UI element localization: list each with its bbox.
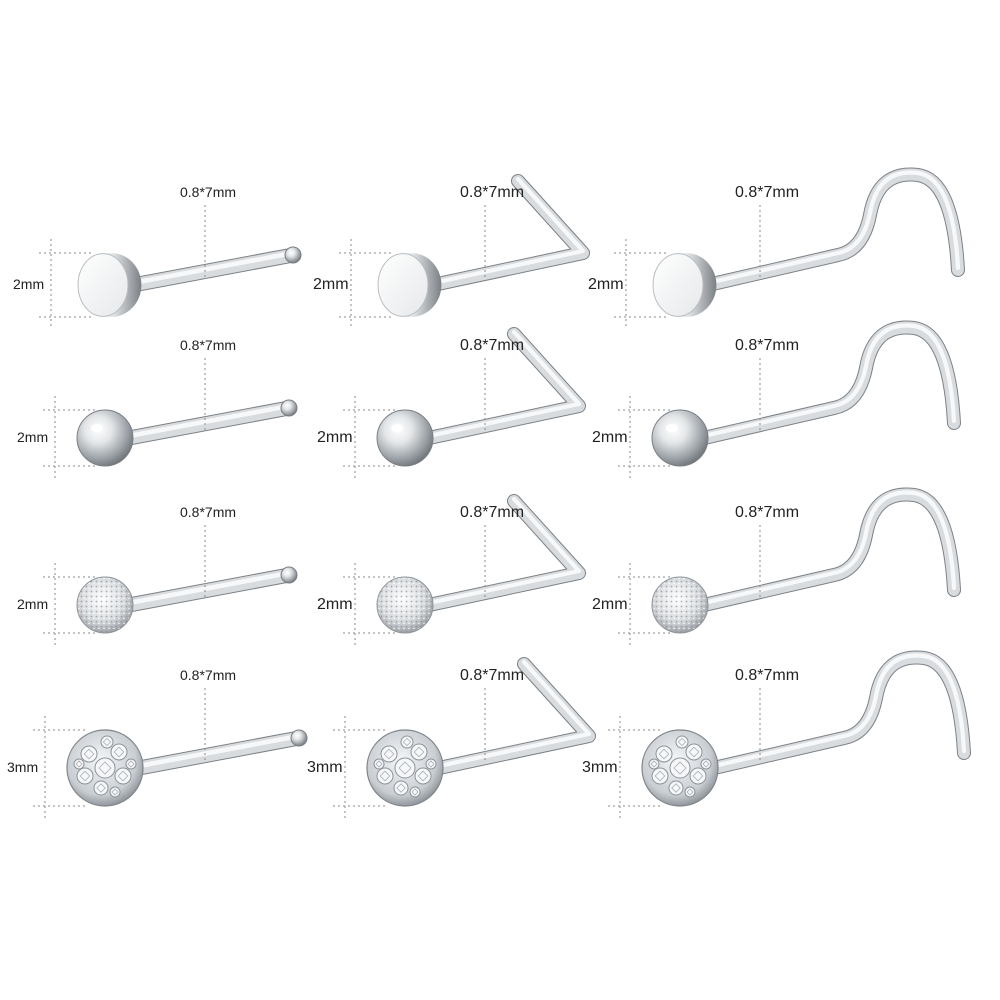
- nose-stud-straight-bone-crystal-ball: [33, 688, 308, 818]
- diameter-label: 2mm: [313, 276, 349, 293]
- nose-stud-screw-ball: [618, 320, 961, 478]
- nose-stud-straight-bone-flat-disc: [39, 205, 302, 329]
- diameter-label: 2mm: [13, 276, 45, 292]
- length-label: 0.8*7mm: [735, 337, 800, 354]
- diameter-label: 3mm: [7, 759, 39, 775]
- length-label: 0.8*7mm: [735, 504, 800, 521]
- diameter-label: 2mm: [592, 429, 628, 446]
- length-label: 0.8*7mm: [735, 184, 800, 201]
- length-label: 0.8*7mm: [460, 504, 525, 521]
- length-label: 0.8*7mm: [460, 184, 525, 201]
- length-label: 0.8*7mm: [460, 337, 525, 354]
- diameter-label: 2mm: [17, 596, 49, 612]
- diameter-label: 2mm: [317, 429, 353, 446]
- nose-stud-screw-sparkle-ball: [618, 487, 961, 645]
- length-label: 0.8*7mm: [180, 667, 237, 683]
- diameter-label: 2mm: [592, 596, 628, 613]
- nose-stud-l-shape-flat-disc: [339, 174, 590, 329]
- nose-stud-straight-bone-sparkle-ball: [43, 525, 298, 645]
- nose-stud-l-shape-sparkle-ball: [343, 494, 586, 645]
- length-label: 0.8*7mm: [460, 667, 525, 684]
- diameter-label: 3mm: [307, 759, 343, 776]
- length-label: 0.8*7mm: [735, 667, 800, 684]
- nose-stud-screw-flat-disc: [614, 167, 965, 329]
- diameter-label: 2mm: [317, 596, 353, 613]
- length-label: 0.8*7mm: [180, 337, 237, 353]
- diameter-label: 2mm: [17, 429, 49, 445]
- diameter-label: 3mm: [582, 759, 618, 776]
- nose-stud-screw-crystal-ball: [608, 650, 971, 818]
- nose-stud-l-shape-ball: [343, 327, 586, 478]
- length-label: 0.8*7mm: [180, 504, 237, 520]
- diameter-label: 2mm: [588, 276, 624, 293]
- nose-stud-straight-bone-ball: [43, 358, 298, 478]
- length-label: 0.8*7mm: [180, 184, 237, 200]
- nose-stud-l-shape-crystal-ball: [333, 657, 596, 818]
